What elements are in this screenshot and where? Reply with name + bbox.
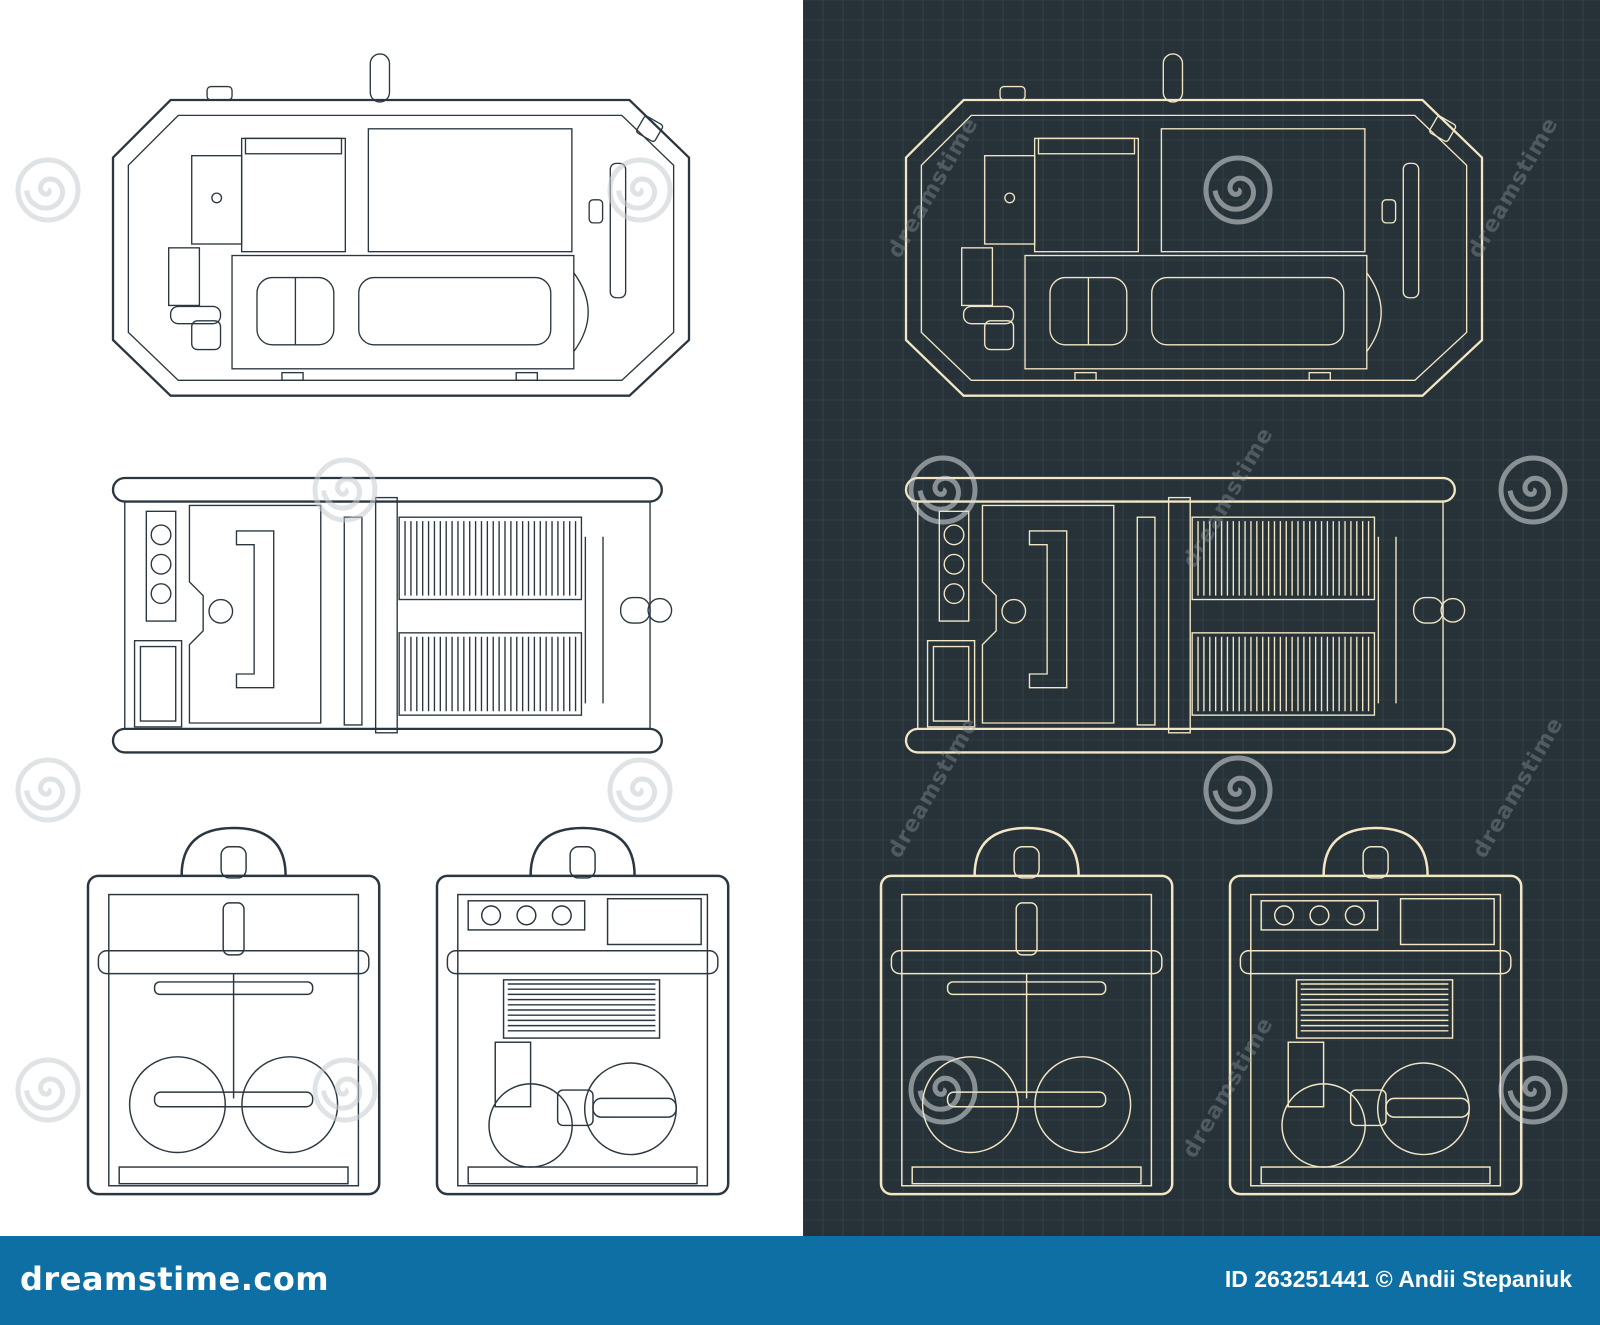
spiral-watermark-icon — [908, 455, 978, 525]
side-view — [86, 826, 381, 1196]
radiator-fins — [398, 516, 583, 716]
spiral-watermark-icon — [1203, 155, 1273, 225]
spiral-watermark-icon — [15, 757, 81, 823]
blueprint-panel-dark: dreamstime dreamstime dreamstime dreamst… — [803, 0, 1600, 1236]
spiral-watermark-icon — [1498, 455, 1568, 525]
blueprint-drawings — [879, 53, 1523, 1196]
drawing-dark — [803, 0, 1600, 1236]
front-view — [111, 476, 673, 754]
footer-image-credit: ID 263251441 © Andii Stepaniuk — [1224, 1266, 1572, 1292]
radiator-fins — [1295, 979, 1454, 1039]
top-view — [904, 53, 1484, 397]
spiral-watermark-icon — [607, 757, 673, 823]
spiral-watermark-icon — [15, 157, 81, 223]
spiral-watermark-icon — [1498, 1055, 1568, 1125]
spiral-watermark-icon — [15, 1057, 81, 1123]
top-view — [111, 53, 691, 397]
side-view — [879, 826, 1174, 1196]
spiral-watermark-icon — [312, 1057, 378, 1123]
footer-bar: dreamstime.com ID 263251441 © Andii Step… — [0, 1236, 1600, 1325]
spiral-watermark-icon — [908, 1055, 978, 1125]
drawing-light — [15, 53, 730, 1196]
radiator-fins — [502, 979, 661, 1039]
blueprint-drawings — [86, 53, 730, 1196]
spiral-watermark-icon — [1203, 755, 1273, 825]
spiral-watermark-icon — [607, 157, 673, 223]
radiator-fins — [1191, 516, 1376, 716]
rear-view — [435, 826, 730, 1196]
footer-brand-logo[interactable]: dreamstime.com — [20, 1260, 330, 1298]
spiral-watermark-icon — [312, 457, 378, 523]
front-view — [904, 476, 1466, 754]
rear-view — [1228, 826, 1523, 1196]
blueprint-panel-light — [0, 0, 803, 1236]
